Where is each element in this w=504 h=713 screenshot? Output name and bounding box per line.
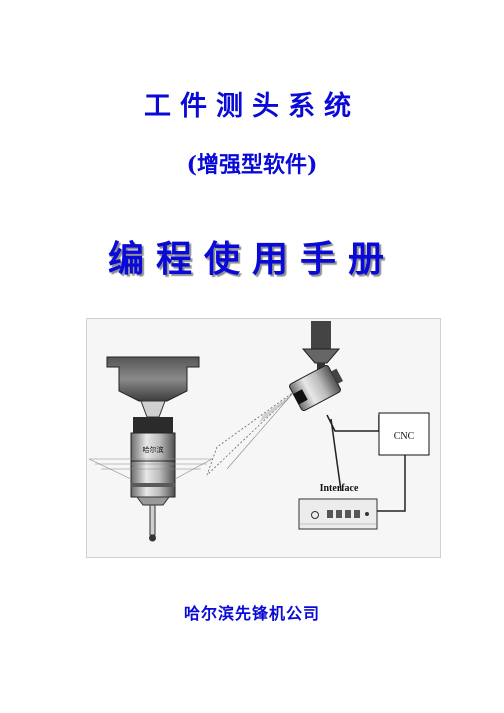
signal-grid xyxy=(88,458,213,480)
cnc-label: CNC xyxy=(394,431,415,442)
company-name: 哈尔滨先锋机公司 xyxy=(183,604,320,623)
spindle-head xyxy=(106,356,200,418)
probe-system-illustration: 哈尔滨 xyxy=(86,318,441,558)
signal-cone xyxy=(206,390,296,476)
probe-body xyxy=(130,417,176,542)
interface-unit xyxy=(298,498,378,530)
document-subtitle: (增强型软件) xyxy=(186,152,318,178)
document-title: 工件测头系统 xyxy=(144,91,360,122)
probe-label: 哈尔滨 xyxy=(143,445,164,454)
receiver-bracket xyxy=(301,321,341,373)
manual-title: 编程使用手册 xyxy=(107,238,396,280)
cnc-box xyxy=(378,412,430,456)
interface-label: Interface xyxy=(320,483,359,494)
optical-receiver xyxy=(289,364,344,412)
